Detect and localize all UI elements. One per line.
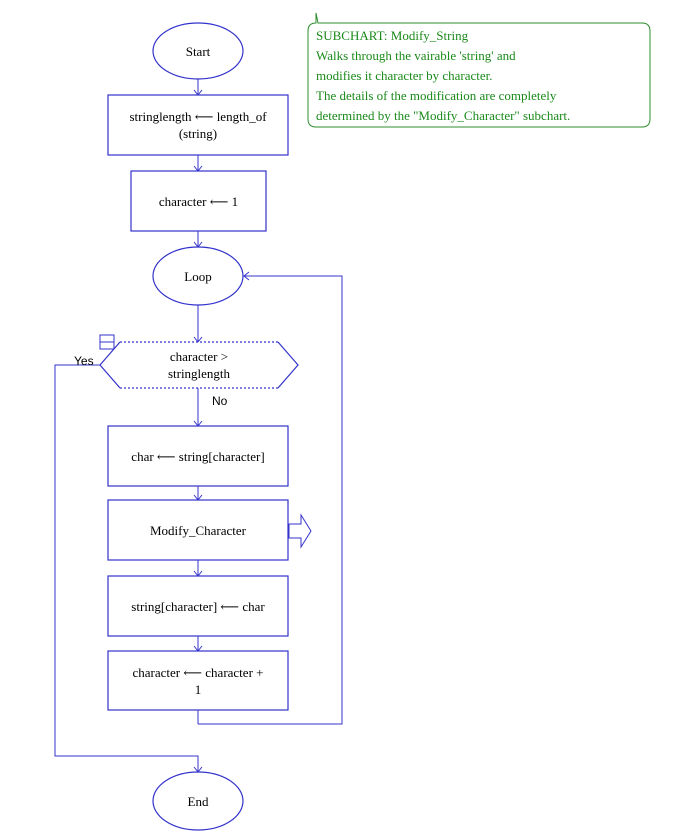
end-label[interactable]: End — [187, 793, 209, 809]
subchart-comment: SUBCHART: Modify_String Walks through th… — [308, 23, 650, 127]
yes-exit-connector — [54, 364, 199, 772]
condition-label[interactable]: character > stringlength — [167, 349, 231, 381]
assign-string-character-box — [107, 575, 289, 637]
condition-decision-shape — [99, 341, 299, 389]
call-indicator-arrow-icon — [288, 513, 312, 549]
assign-char-label[interactable]: char ⟵ string[character] — [131, 448, 265, 464]
start-terminal-shape — [152, 22, 244, 80]
yes-branch-label: Yes — [74, 354, 94, 368]
collapse-toggle-icon — [99, 334, 115, 350]
comment-line-5: determined by the "Modify_Character" sub… — [316, 108, 571, 123]
assign-stringlength-box — [107, 94, 289, 156]
increment-character-label[interactable]: character ⟵ character + 1 — [132, 664, 264, 697]
comment-line-1: SUBCHART: Modify_String — [316, 28, 469, 43]
call-modify-character-label[interactable]: Modify_Character — [149, 522, 247, 538]
assign-char-box — [107, 425, 289, 487]
increment-character-box — [107, 650, 289, 711]
loop-label[interactable]: Loop — [184, 268, 212, 284]
call-modify-character-box — [107, 499, 289, 561]
start-label[interactable]: Start — [185, 43, 211, 59]
assign-character-label[interactable]: character ⟵ 1 — [158, 193, 239, 209]
comment-bubble-shape — [307, 12, 651, 128]
comment-line-3: modifies it character by character. — [316, 68, 493, 83]
comment-line-2: Walks through the vairable 'string' and — [316, 48, 516, 63]
assign-string-character-label[interactable]: string[character] ⟵ char — [131, 598, 265, 614]
comment-line-4: The details of the modification are comp… — [316, 88, 557, 103]
no-branch-label: No — [212, 394, 228, 408]
loop-back-connector — [198, 275, 343, 725]
assign-character-box — [130, 170, 267, 232]
arrowhead-loop-back — [243, 271, 250, 281]
loop-terminal-shape — [152, 246, 244, 306]
assign-stringlength-label[interactable]: stringlength ⟵ length_of (string) — [129, 109, 267, 141]
end-terminal-shape — [152, 771, 244, 831]
